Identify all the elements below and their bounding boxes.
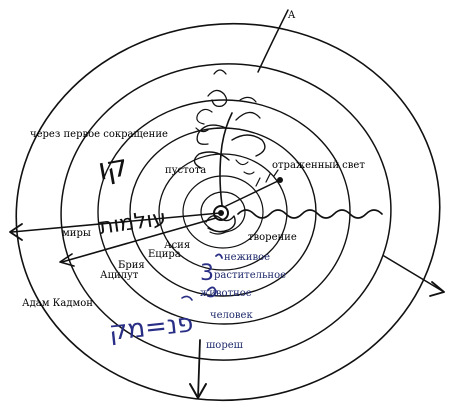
wavy-line <box>237 209 383 219</box>
label-adam-kadmon: Адам Кадмон <box>22 298 93 309</box>
label-reflected-light: отраженный свет <box>272 160 365 171</box>
ring-asiya <box>158 153 288 271</box>
reflected-light-ray <box>225 169 283 207</box>
label-a: A <box>287 10 296 21</box>
label-briya: Брия <box>118 260 145 271</box>
ring-briya <box>97 99 351 325</box>
lower-right-arrow <box>383 255 445 297</box>
ring-atzilut <box>60 63 392 361</box>
hebrew-bottom-formula: פנ=מק <box>108 308 195 347</box>
hebrew-kav: קו <box>95 148 130 188</box>
label-void: пустота <box>165 165 206 176</box>
line-to-a <box>257 9 289 73</box>
label-atzilut: Ацилут <box>100 270 139 281</box>
bottom-arrow <box>189 339 207 399</box>
label-root: шореш <box>206 340 244 351</box>
label-yetzira: Ецира <box>148 249 181 260</box>
digit-three: 3 <box>200 261 214 286</box>
label-asiya: Асия <box>164 240 190 251</box>
blue-marks <box>181 253 223 301</box>
ring-adam-kadmon <box>15 22 441 402</box>
label-human: человек <box>210 310 253 321</box>
label-worlds: миры <box>62 228 91 239</box>
tree-scribble <box>193 69 266 206</box>
radius-line <box>59 217 217 267</box>
worlds-arrow <box>9 212 221 241</box>
label-inanimate: неживое <box>224 252 270 263</box>
label-first-tsimtsum: через первое сокращение <box>30 129 168 140</box>
ring-inner-1 <box>182 175 264 249</box>
label-vegetative: растительное <box>214 270 286 281</box>
label-animal: животное <box>200 288 252 299</box>
label-creation: творение <box>248 232 297 243</box>
